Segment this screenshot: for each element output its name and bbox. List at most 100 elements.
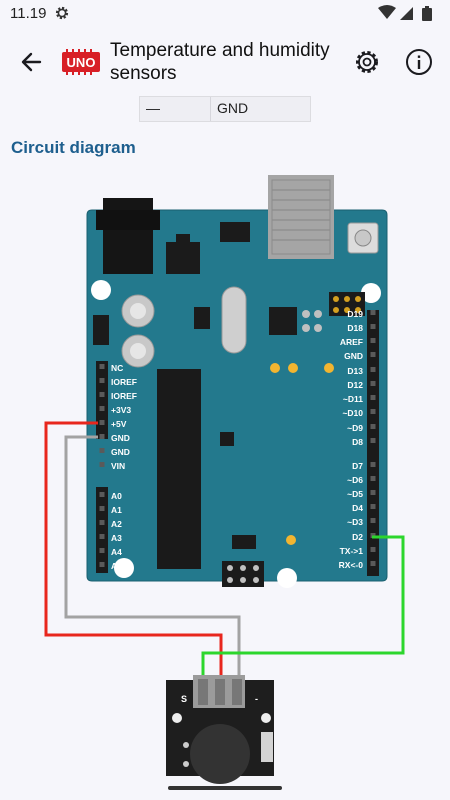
left-pin-label: IOREF (111, 377, 137, 387)
right-pin-label: ~D3 (347, 517, 363, 527)
left-header-pin (99, 562, 105, 567)
cell-signal-icon (400, 7, 413, 20)
app-bar: UNO Temperature and humidity sensors (0, 30, 450, 94)
left-header-pin (99, 420, 105, 425)
right-pin-label: ~D5 (347, 489, 363, 499)
left-pin-label: IOREF (111, 391, 137, 401)
status-time: 11.19 (10, 5, 47, 22)
left-header-pin (99, 434, 105, 439)
left-header-pin (99, 364, 105, 369)
right-pin-label: D2 (352, 532, 363, 542)
left-pin-label: A2 (111, 519, 122, 529)
status-bar: 11.19 (0, 0, 450, 26)
usb-connector (268, 175, 334, 259)
left-header-pin (99, 392, 105, 397)
sensor-body (190, 724, 250, 784)
settings-button[interactable] (352, 47, 382, 77)
right-pin-label: ~D11 (343, 394, 363, 404)
left-header-pin (99, 520, 105, 525)
right-pin-label: D4 (352, 503, 363, 513)
led (270, 363, 280, 373)
uno-badge-icon: UNO (62, 49, 100, 75)
info-icon (406, 49, 432, 75)
wire-signal (201, 535, 405, 675)
left-header-pin (99, 406, 105, 411)
arrow-back-icon (21, 52, 42, 72)
right-header-pin (370, 504, 376, 509)
right-header-pin (370, 310, 376, 315)
right-header-pin (370, 424, 376, 429)
wire-5v (44, 421, 223, 675)
right-header-pin (370, 547, 376, 552)
right-header-pin (370, 518, 376, 523)
pin-table-row: — GND (139, 96, 311, 122)
mounting-hole (91, 280, 111, 300)
right-pin-labels: D19D18AREFGNDD13D12~D11~D10~D9D8D7~D6~D5… (339, 309, 376, 570)
dc-jack (103, 198, 153, 274)
sensor-pin-cell: — (140, 97, 211, 121)
right-header-pin (370, 462, 376, 467)
wire-gnd (64, 435, 241, 675)
left-pin-label: +5V (111, 419, 127, 429)
left-header-pin (99, 548, 105, 553)
usb-chip (269, 307, 297, 335)
left-pin-label: GND (111, 447, 130, 457)
left-pin-label: +3V3 (111, 405, 131, 415)
right-header-pin (370, 490, 376, 495)
right-pin-label: D13 (347, 366, 363, 376)
left-pin-label: A5 (111, 561, 122, 571)
left-header-pin (99, 448, 105, 453)
left-pin-label: A0 (111, 491, 122, 501)
left-header-pin (99, 506, 105, 511)
right-header-pin (370, 324, 376, 329)
right-pin-label: ~D6 (347, 475, 363, 485)
right-header-pin (370, 561, 376, 566)
right-header-pin (370, 438, 376, 443)
crystal (221, 286, 247, 354)
sensor-minus-label: - (255, 694, 258, 704)
right-pin-label: GND (344, 351, 363, 361)
right-pin-label: ~D10 (342, 408, 363, 418)
settings-status-icon (55, 6, 69, 20)
right-pin-label: TX->1 (340, 546, 364, 556)
gear-icon (356, 51, 378, 73)
info-button[interactable] (404, 47, 434, 77)
page-title: Temperature and humidity sensors (110, 40, 330, 84)
icsp-header-2 (222, 561, 264, 587)
arduino-board: NC IOREF IOREF +3V3 +5V GND GND VIN A0A1A2A3A4A5… (86, 175, 388, 588)
right-pin-label: D8 (352, 437, 363, 447)
sensor-s-label: S (181, 694, 187, 704)
left-header-pin (99, 534, 105, 539)
left-pin-label: NC (111, 363, 123, 373)
right-pin-label: D19 (347, 309, 363, 319)
left-pin-label: A3 (111, 533, 122, 543)
left-header-pin (99, 492, 105, 497)
microcontroller (157, 369, 201, 569)
right-header-pin (370, 367, 376, 372)
right-header-pin (370, 381, 376, 386)
right-pin-label: RX<-0 (339, 560, 364, 570)
dht-sensor-module: S - (166, 675, 274, 784)
right-header-pin (370, 476, 376, 481)
right-pin-label: D18 (347, 323, 363, 333)
left-pin-label: A1 (111, 505, 122, 515)
right-pin-label: D12 (347, 380, 363, 390)
wifi-icon (378, 5, 396, 19)
back-button[interactable] (16, 48, 48, 76)
status-icons (378, 5, 438, 26)
right-header-pin (370, 352, 376, 357)
circuit-diagram: NC IOREF IOREF +3V3 +5V GND GND VIN A0A1A2A3A4A5… (44, 175, 405, 784)
icsp-header (329, 292, 365, 316)
left-pin-label: VIN (111, 461, 125, 471)
home-indicator (168, 786, 282, 790)
right-pin-label: AREF (340, 337, 363, 347)
left-header-pin (99, 378, 105, 383)
left-header (96, 361, 108, 439)
right-header-pin (370, 338, 376, 343)
battery-icon (422, 6, 432, 21)
left-pin-label: GND (111, 433, 130, 443)
left-pin-label: A4 (111, 547, 122, 557)
left-header-pin (99, 462, 105, 467)
right-pin-label: D7 (352, 461, 363, 471)
